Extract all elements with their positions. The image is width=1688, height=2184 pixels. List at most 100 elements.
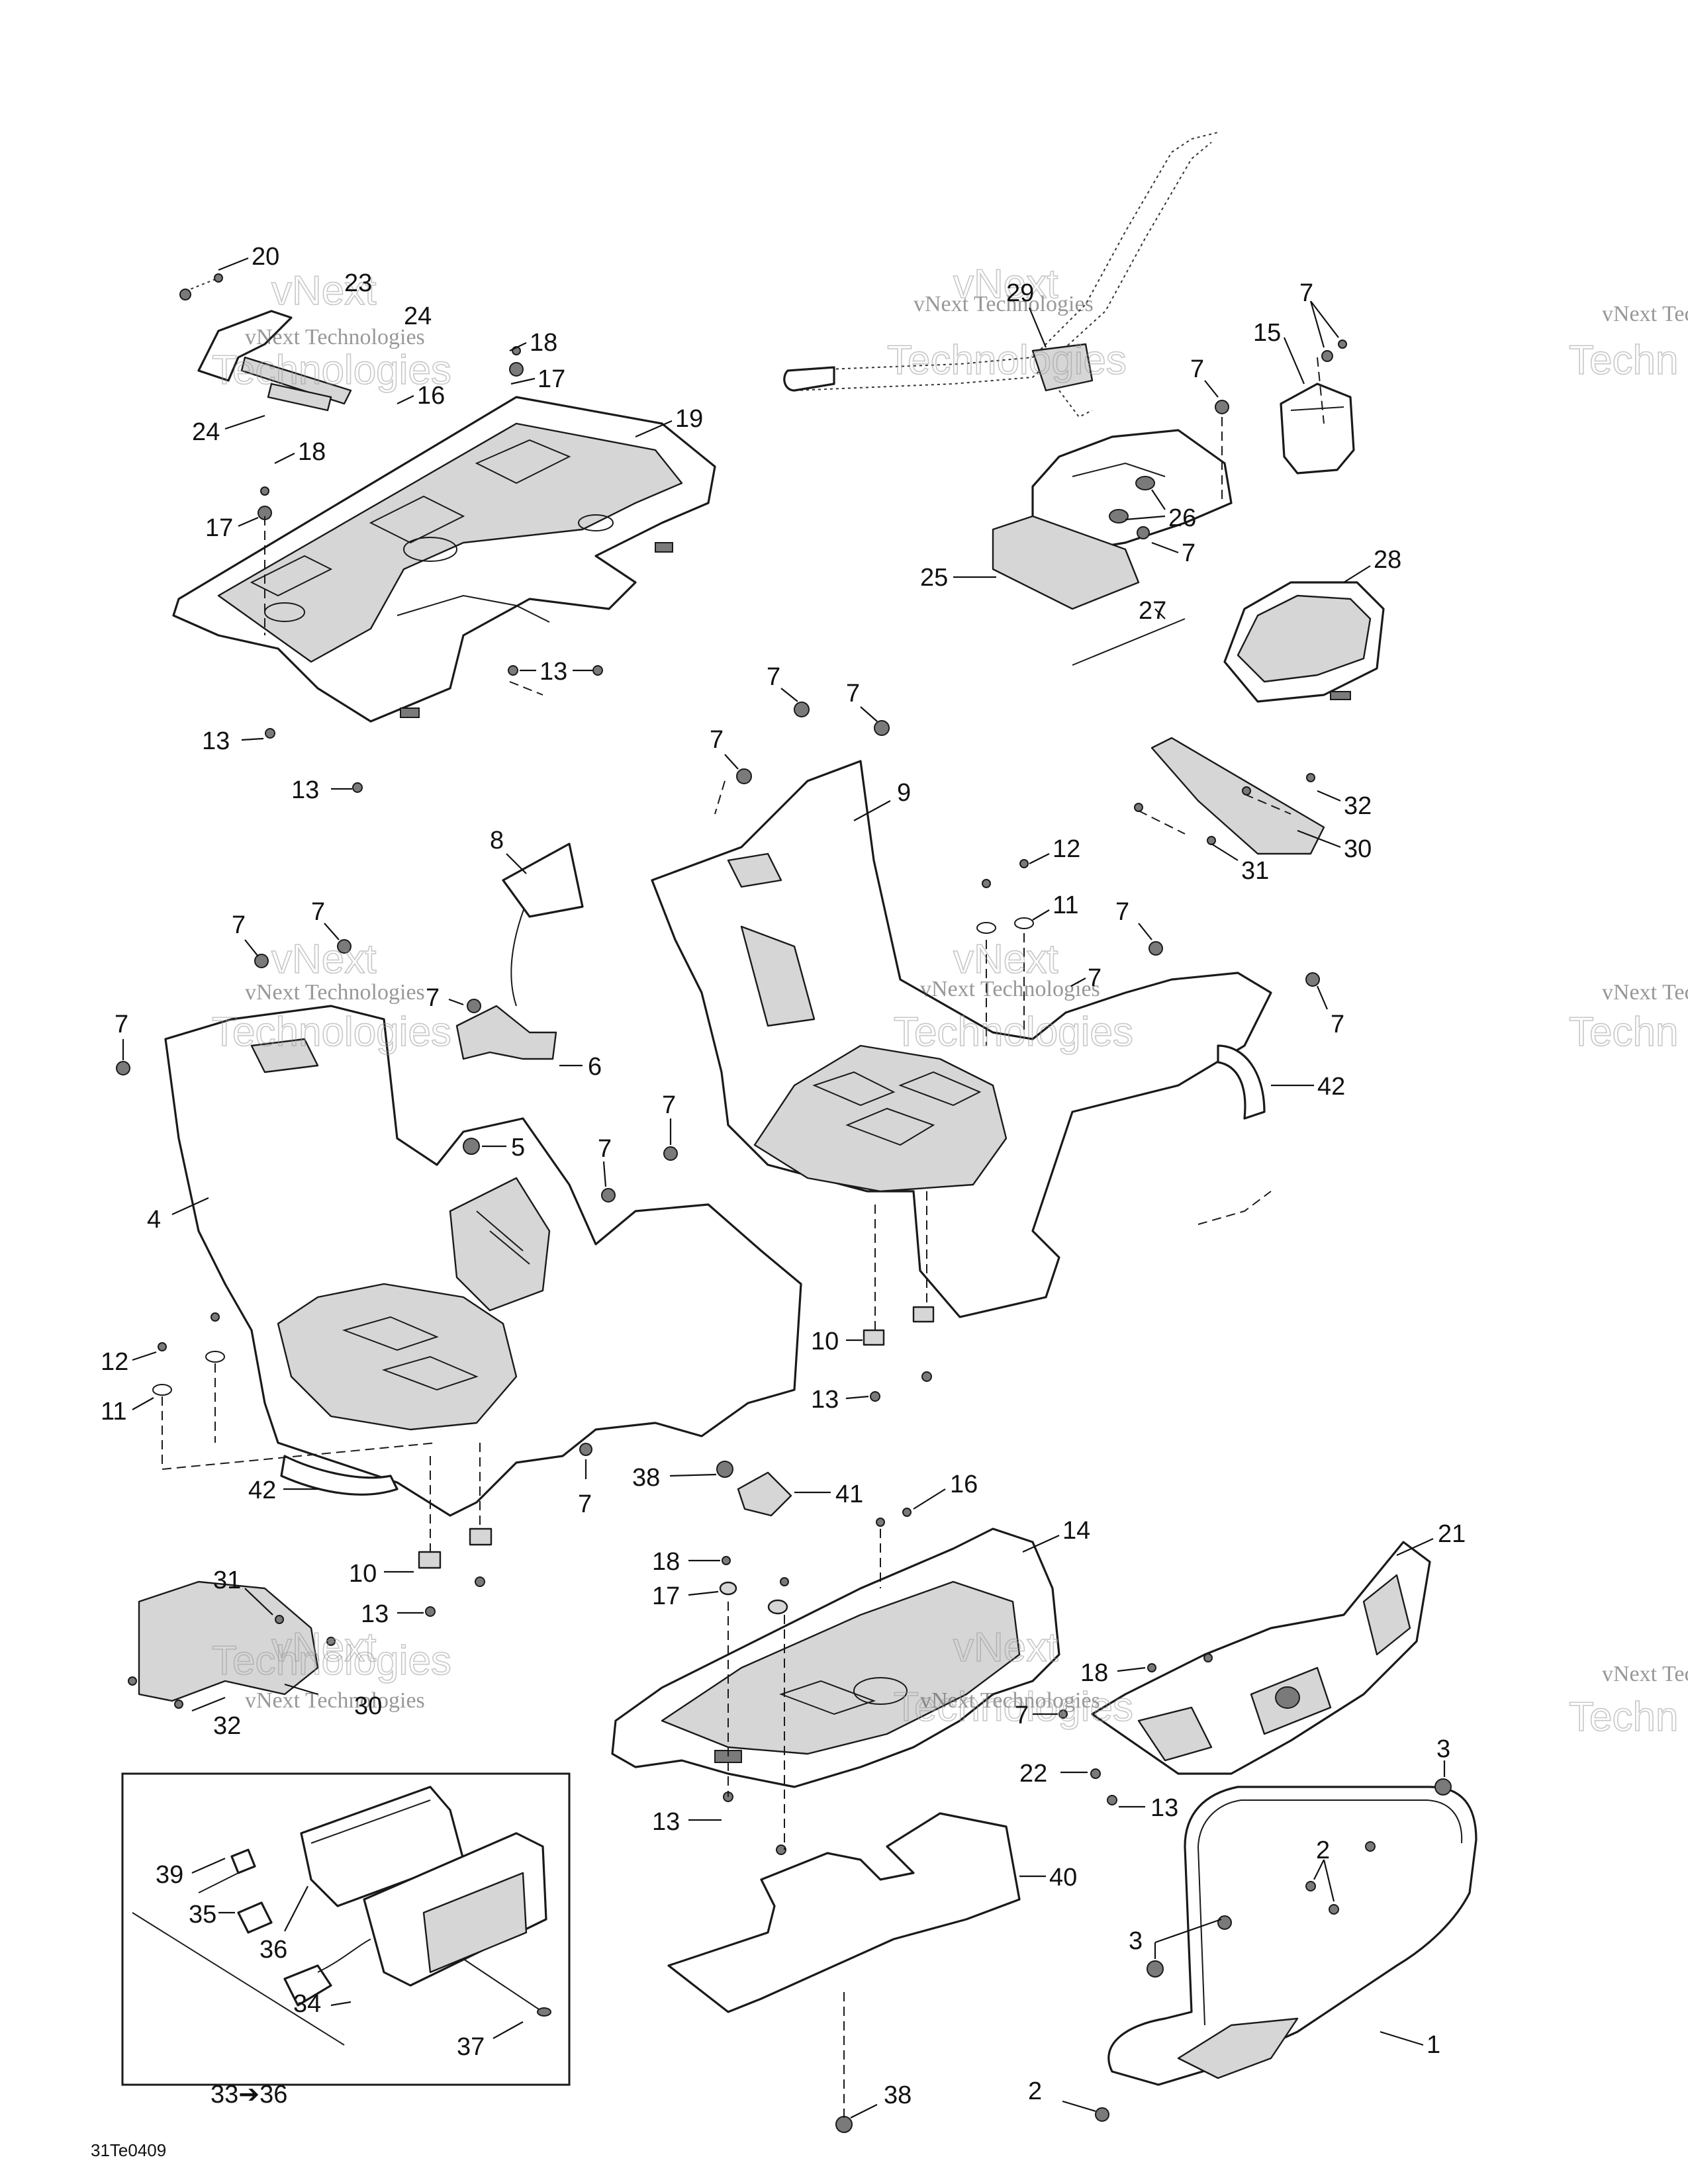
watermark-outline: vNext — [953, 936, 1058, 982]
svg-text:7: 7 — [1088, 964, 1102, 992]
callout-27: 27 — [1139, 597, 1166, 625]
svg-text:7: 7 — [311, 898, 325, 926]
watermark-text: vNext Technologies — [245, 980, 425, 1005]
callout-18: 18 — [274, 438, 326, 466]
svg-text:26: 26 — [1168, 504, 1196, 532]
callout-24: 24 — [192, 414, 265, 446]
callout-8: 8 — [490, 827, 527, 874]
svg-text:6: 6 — [588, 1053, 602, 1081]
callout-31: 31 — [1211, 843, 1269, 885]
watermark-outline: vNext — [271, 1625, 376, 1670]
callout-20: 20 — [218, 243, 279, 271]
callout-40: 40 — [1019, 1864, 1077, 1891]
watermark-text: vNext Technologies — [1602, 980, 1688, 1005]
watermark-outline: Techn — [1569, 1009, 1678, 1055]
callout-13: 13 — [291, 776, 352, 804]
svg-text:10: 10 — [349, 1560, 377, 1588]
callout-7: 7 — [1299, 279, 1339, 348]
svg-text:7: 7 — [598, 1135, 612, 1163]
callout-31: 31 — [213, 1567, 273, 1615]
svg-text:2: 2 — [1316, 1837, 1330, 1864]
callout-7: 7 — [1151, 539, 1196, 567]
svg-text:39: 39 — [156, 1861, 183, 1889]
callout-30: 30 — [284, 1683, 382, 1720]
svg-text:32: 32 — [213, 1712, 241, 1740]
right-side-fender-part — [651, 760, 1272, 1318]
svg-text:18: 18 — [652, 1548, 680, 1576]
hose-right-part — [1217, 1044, 1266, 1120]
watermark-outline: Technologies — [894, 1684, 1133, 1730]
svg-text:42: 42 — [1317, 1073, 1345, 1101]
svg-text:4: 4 — [147, 1206, 161, 1234]
watermark-text: vNext Technologies — [245, 325, 425, 349]
watermark-text: vNext Technologies — [920, 977, 1100, 1001]
svg-text:13: 13 — [291, 776, 319, 804]
svg-text:25: 25 — [920, 564, 948, 592]
svg-text:37: 37 — [457, 2033, 485, 2061]
svg-text:18: 18 — [298, 438, 326, 466]
rear-rack-part — [172, 396, 716, 723]
svg-text:18: 18 — [1080, 1659, 1108, 1687]
svg-text:17: 17 — [652, 1582, 680, 1610]
watermark-outline: Techn — [1569, 1694, 1678, 1740]
svg-text:24: 24 — [192, 418, 220, 446]
svg-text:31: 31 — [213, 1567, 241, 1594]
watermark-text: vNext Technologies — [245, 1688, 425, 1713]
svg-text:24: 24 — [404, 302, 432, 330]
callout-41: 41 — [794, 1480, 863, 1508]
callout-21: 21 — [1396, 1520, 1466, 1557]
callout-12: 12 — [101, 1348, 157, 1376]
svg-text:7: 7 — [115, 1011, 128, 1038]
svg-text:13: 13 — [652, 1808, 680, 1836]
callout-17: 17 — [205, 514, 259, 542]
svg-text:40: 40 — [1049, 1864, 1077, 1891]
svg-text:7: 7 — [710, 726, 724, 754]
svg-text:9: 9 — [897, 779, 911, 807]
svg-text:28: 28 — [1374, 546, 1401, 574]
step-cover-left-part — [138, 1580, 319, 1702]
watermark-outline: Technologies — [212, 347, 451, 393]
drawing-code: 31Te0409 — [91, 2140, 166, 2160]
taillight-inset-box — [121, 1772, 571, 2086]
callout-34: 34 — [293, 1990, 352, 2018]
callout-38: 38 — [632, 1464, 717, 1492]
callout-7: 7 — [1015, 1702, 1058, 1729]
callout-7: 7 — [1115, 898, 1152, 940]
svg-text:13: 13 — [361, 1600, 389, 1628]
svg-text:23: 23 — [344, 269, 372, 297]
callout-13: 13 — [1119, 1794, 1178, 1822]
callout-7: 7 — [578, 1459, 592, 1518]
svg-text:33➔36: 33➔36 — [211, 2081, 287, 2109]
callout-15: 15 — [1253, 319, 1305, 385]
callout-17: 17 — [652, 1582, 719, 1610]
watermark-text: vNext Technologies — [914, 292, 1094, 316]
callout-17: 17 — [510, 365, 565, 393]
callout-35: 35 — [189, 1901, 235, 1929]
callout-13: 13 — [520, 658, 592, 686]
callout-42: 42 — [248, 1477, 318, 1504]
svg-text:21: 21 — [1438, 1520, 1466, 1548]
callout-2: 2 — [1028, 2077, 1096, 2113]
callout-7: 7 — [710, 726, 739, 770]
callout-6: 6 — [559, 1053, 602, 1081]
assembly-guide-lines — [162, 357, 1325, 2118]
callout-26: 26 — [1125, 489, 1196, 532]
svg-text:13: 13 — [202, 727, 230, 755]
callout-30: 30 — [1297, 829, 1372, 863]
callout-5: 5 — [482, 1134, 525, 1161]
callout-23: 23 — [344, 269, 372, 297]
svg-text:15: 15 — [1253, 319, 1281, 347]
callout-16: 16 — [913, 1471, 978, 1510]
callout-7: 7 — [1070, 964, 1102, 992]
callouts-layer: 20 23 24 24 18 17 16 19 18 17 13 13 13 2… — [101, 243, 1466, 2118]
hose-left-part — [280, 1455, 399, 1496]
callout-7: 7 — [1190, 355, 1219, 398]
callout-13: 13 — [811, 1386, 869, 1414]
svg-text:36: 36 — [259, 1936, 287, 1964]
step-cover-right-part — [1150, 737, 1325, 855]
callout-18: 18 — [509, 329, 557, 357]
svg-text:22: 22 — [1019, 1760, 1047, 1788]
callout-32: 32 — [191, 1696, 241, 1740]
svg-text:38: 38 — [632, 1464, 660, 1492]
svg-text:7: 7 — [1331, 1011, 1344, 1038]
